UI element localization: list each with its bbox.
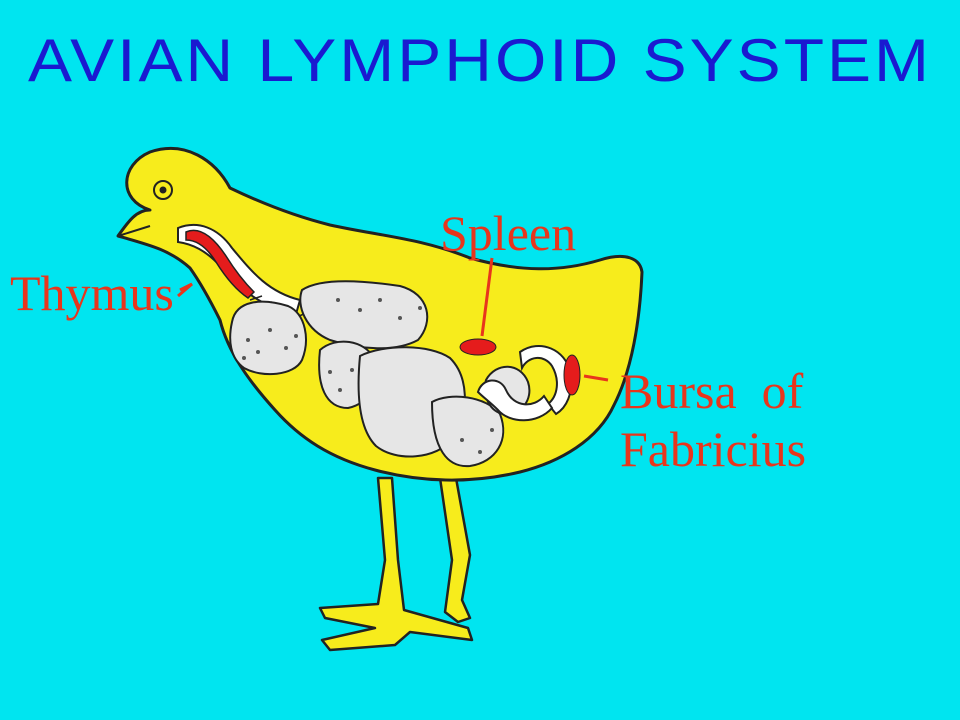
thymus-pointer xyxy=(177,282,193,298)
bursa-pointer xyxy=(583,374,609,382)
organ-shading xyxy=(242,298,494,454)
spleen-pointer xyxy=(480,257,494,337)
bursa-label-line2: Fabricius xyxy=(620,421,807,477)
gizzard xyxy=(430,395,505,468)
bursa-organ xyxy=(563,354,581,396)
viscera xyxy=(229,280,572,468)
thymus-label: Thymus xyxy=(10,265,174,321)
left-leg xyxy=(318,476,474,652)
crop xyxy=(229,300,307,376)
beak xyxy=(117,225,151,237)
bursa-label-line1: Bursa of xyxy=(620,363,804,419)
thymus-organ xyxy=(185,229,256,299)
intestine-tail xyxy=(476,379,554,422)
right-leg xyxy=(438,476,472,624)
eye-icon xyxy=(153,180,173,200)
label-pointers xyxy=(177,257,609,382)
slide-title: AVIAN LYMPHOID SYSTEM xyxy=(27,25,933,95)
lung xyxy=(299,280,429,350)
spleen-label: Spleen xyxy=(440,205,577,261)
spleen-organ xyxy=(459,338,497,356)
bursa-label: Bursa of Fabricius xyxy=(620,362,806,478)
legs xyxy=(318,476,474,652)
